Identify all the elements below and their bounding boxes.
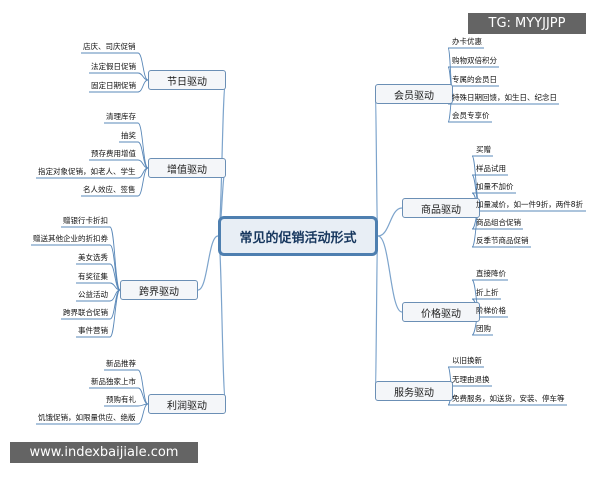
connector-huiyuan (374, 93, 379, 237)
leaf-jieri-0[interactable]: 店庆、司庆促销 (83, 42, 136, 51)
leaf-zengzhi-2[interactable]: 预存费用增值 (91, 149, 136, 158)
leaf-jiage-1[interactable]: 折上折 (476, 288, 499, 297)
central-topic[interactable]: 常见的促销活动形式 (218, 216, 378, 256)
leaf-kuajie-4[interactable]: 公益活动 (78, 290, 108, 299)
leaf-lirun-3[interactable]: 饥饿促销，如限量供应、绝版 (38, 413, 136, 422)
leaf-shangpin-2[interactable]: 加量不加价 (476, 182, 514, 191)
leaf-kuajie-3[interactable]: 有奖征集 (78, 272, 108, 281)
leaf-connector-jieri-1 (137, 72, 149, 81)
leaf-zengzhi-1[interactable]: 抽奖 (121, 131, 136, 140)
leaf-connector-lirun-3 (137, 403, 149, 425)
connector-fuwu (374, 235, 379, 392)
branch-fuwu[interactable]: 服务驱动 (375, 381, 453, 401)
leaf-kuajie-2[interactable]: 美女选秀 (78, 253, 108, 262)
leaf-jiage-0[interactable]: 直接降价 (476, 269, 506, 278)
leaf-huiyuan-0[interactable]: 办卡优惠 (452, 37, 482, 46)
leaf-shangpin-5[interactable]: 反季节商品促销 (476, 236, 529, 245)
leaf-connector-kuajie-0 (109, 226, 121, 291)
leaf-huiyuan-1[interactable]: 购物双倍积分 (452, 56, 497, 65)
leaf-connector-jieri-0 (137, 52, 149, 81)
leaf-shangpin-0[interactable]: 买赠 (476, 145, 491, 154)
leaf-jieri-2[interactable]: 固定日期促销 (91, 81, 136, 90)
leaf-kuajie-0[interactable]: 赠银行卡折扣 (63, 216, 108, 225)
leaf-jieri-1[interactable]: 法定假日促销 (91, 62, 136, 71)
connector-lirun (217, 235, 227, 405)
watermark-bottom: www.indexbaijiale.com (10, 442, 198, 463)
branch-lirun[interactable]: 利润驱动 (148, 394, 226, 414)
leaf-connector-kuajie-2 (109, 263, 121, 291)
leaf-connector-zengzhi-1 (137, 141, 149, 169)
watermark-top: TG: MYYJJPP (468, 13, 586, 34)
connector-jiage (377, 235, 403, 313)
leaf-zengzhi-0[interactable]: 清理库存 (106, 112, 136, 121)
leaf-kuajie-5[interactable]: 跨界联合促销 (63, 308, 108, 317)
leaf-shangpin-3[interactable]: 加量减价，如一件9折，两件8折 (476, 200, 584, 209)
leaf-lirun-2[interactable]: 预购有礼 (106, 395, 136, 404)
leaf-lirun-0[interactable]: 新品推荐 (106, 359, 136, 368)
leaf-shangpin-1[interactable]: 样品试用 (476, 164, 506, 173)
branch-zengzhi[interactable]: 增值驱动 (148, 158, 226, 178)
leaf-fuwu-2[interactable]: 免费服务，如送货，安装、停车等 (452, 394, 565, 403)
leaf-zengzhi-4[interactable]: 名人效应、签售 (83, 185, 136, 194)
leaf-connector-kuajie-6 (109, 289, 121, 338)
connector-kuajie (197, 235, 219, 291)
branch-kuajie[interactable]: 跨界驱动 (120, 280, 198, 300)
leaf-lirun-1[interactable]: 新品独家上市 (91, 377, 136, 386)
leaf-connector-lirun-0 (137, 369, 149, 405)
leaf-jiage-2[interactable]: 阶梯价格 (476, 306, 506, 315)
branch-jieri[interactable]: 节日驱动 (148, 70, 226, 90)
leaf-fuwu-0[interactable]: 以旧换新 (452, 356, 482, 365)
branch-shangpin[interactable]: 商品驱动 (402, 198, 480, 218)
leaf-shangpin-4[interactable]: 商品组合促销 (476, 218, 521, 227)
leaf-connector-lirun-1 (137, 387, 149, 405)
leaf-huiyuan-4[interactable]: 会员专享价 (452, 111, 490, 120)
branch-huiyuan[interactable]: 会员驱动 (375, 84, 453, 104)
branch-jiage[interactable]: 价格驱动 (402, 302, 480, 322)
leaf-connector-zengzhi-0 (137, 122, 149, 169)
leaf-huiyuan-2[interactable]: 专属的会员日 (452, 75, 497, 84)
connector-shangpin (377, 207, 403, 237)
leaf-kuajie-6[interactable]: 事件营销 (78, 326, 108, 335)
leaf-fuwu-1[interactable]: 无理由退换 (452, 375, 490, 384)
leaf-kuajie-1[interactable]: 赠送其他企业的折扣券 (33, 234, 108, 243)
leaf-connector-kuajie-1 (109, 244, 121, 291)
leaf-huiyuan-3[interactable]: 特殊日期回馈，如生日、纪念日 (452, 93, 557, 102)
leaf-connector-zengzhi-4 (137, 167, 149, 197)
leaf-connector-jieri-2 (137, 79, 149, 93)
leaf-zengzhi-3[interactable]: 指定对象促销，如老人、学生 (38, 167, 136, 176)
leaf-jiage-3[interactable]: 团购 (476, 324, 491, 333)
